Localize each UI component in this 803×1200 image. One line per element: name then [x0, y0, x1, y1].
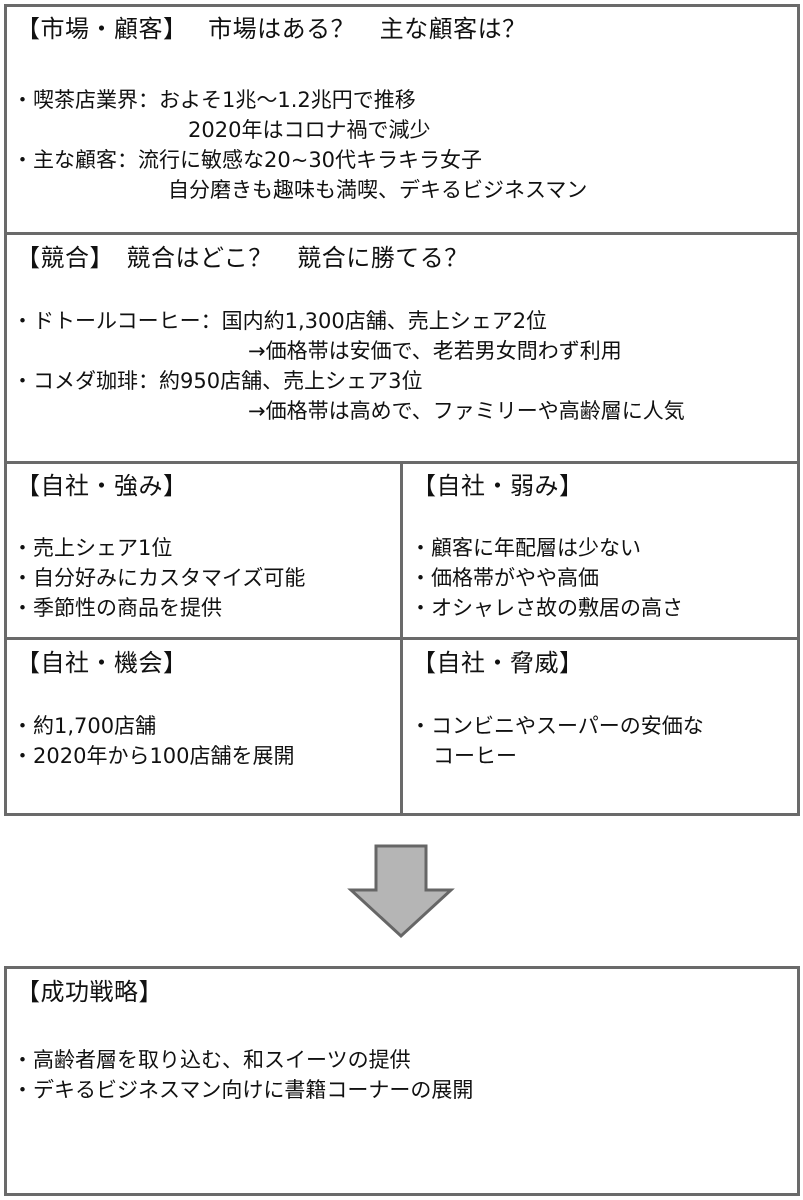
market-line-3: ・主な顧客：流行に敏感な20~30代キラキラ女子 — [12, 148, 483, 172]
opportunities-line-2: ・2020年から100店舗を展開 — [12, 744, 295, 768]
market-line-2: 2020年はコロナ禍で減少 — [188, 118, 431, 142]
weaknesses-line-2: ・価格帯がやや高価 — [410, 566, 599, 590]
threats-line-1: ・コンビニやスーパーの安価な — [410, 714, 704, 738]
threats-title: 【自社・脅威】 — [412, 649, 584, 677]
competition-section — [4, 232, 800, 464]
market-section — [4, 4, 800, 235]
competition-title: 【競合】 競合はどこ？ 競合に勝てる？ — [16, 244, 469, 272]
strategy-line-2: ・デキるビジネスマン向けに書籍コーナーの展開 — [12, 1078, 474, 1102]
market-line-4: 自分磨きも趣味も満喫、デキるビジネスマン — [168, 178, 588, 202]
down-arrow-icon — [347, 844, 455, 939]
strategy-title: 【成功戦略】 — [16, 978, 163, 1006]
weaknesses-title: 【自社・弱み】 — [412, 472, 584, 500]
competition-line-3: ・コメダ珈琲：約950店舗、売上シェア3位 — [12, 369, 423, 393]
market-line-1: ・喫茶店業界：およそ1兆〜1.2兆円で推移 — [12, 88, 416, 112]
competition-line-2: →価格帯は安価で、老若男女問わず利用 — [248, 339, 622, 363]
opportunities-section — [4, 637, 403, 816]
threats-line-2: コーヒー — [433, 744, 517, 768]
opportunities-title: 【自社・機会】 — [16, 649, 188, 677]
strategy-line-1: ・高齢者層を取り込む、和スイーツの提供 — [12, 1048, 411, 1072]
weaknesses-section — [400, 461, 800, 640]
competition-line-1: ・ドトールコーヒー：国内約1,300店舗、売上シェア2位 — [12, 309, 548, 333]
competition-line-4: →価格帯は高めで、ファミリーや高齢層に人気 — [248, 399, 685, 423]
strengths-line-1: ・売上シェア1位 — [12, 536, 173, 560]
market-title: 【市場・顧客】 市場はある？ 主な顧客は？ — [16, 15, 527, 43]
strategy-section — [4, 966, 800, 1196]
strengths-title: 【自社・強み】 — [16, 472, 188, 500]
opportunities-line-1: ・約1,700店舗 — [12, 714, 157, 738]
weaknesses-line-1: ・顧客に年配層は少ない — [410, 536, 641, 560]
threats-section — [400, 637, 800, 816]
strengths-line-2: ・自分好みにカスタマイズ可能 — [12, 566, 306, 590]
weaknesses-line-3: ・オシャレさ故の敷居の高さ — [410, 596, 683, 620]
strengths-line-3: ・季節性の商品を提供 — [12, 596, 222, 620]
